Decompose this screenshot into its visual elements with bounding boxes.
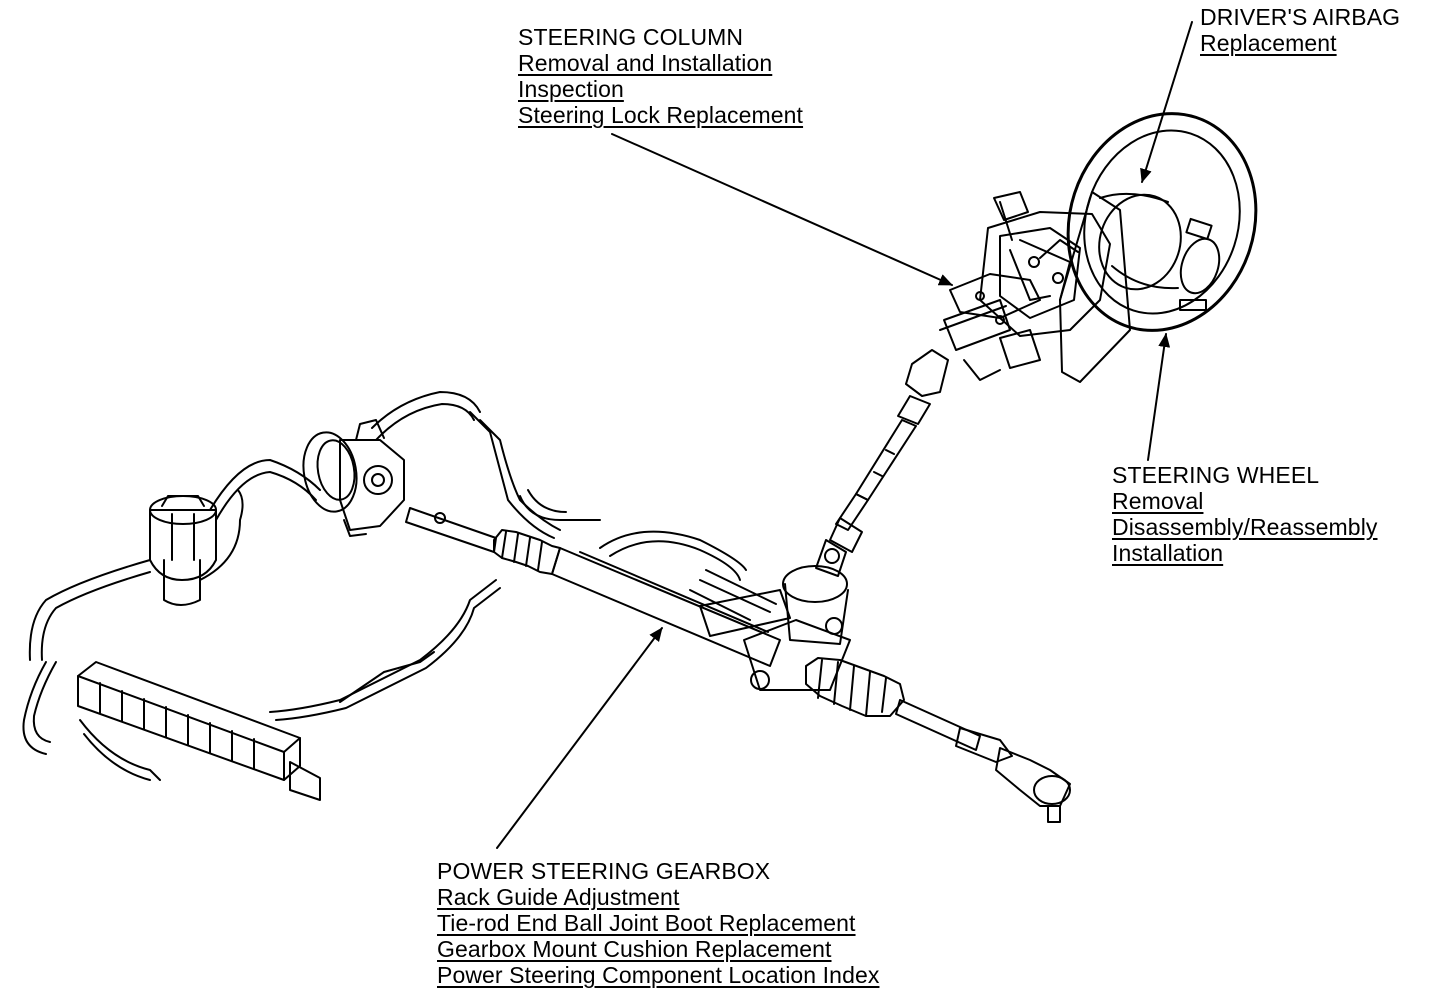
leader-drivers-airbag: [1140, 21, 1193, 183]
leader-power-steering-gearbox: [496, 627, 663, 849]
steering-column-callout: STEERING COLUMN Removal and Installation…: [518, 24, 803, 128]
drivers-airbag-callout: DRIVER'S AIRBAG Replacement: [1200, 4, 1400, 56]
power-steering-gearbox: [405, 507, 1071, 823]
steering-lock-replacement-link[interactable]: Steering Lock Replacement: [518, 102, 804, 128]
power-steering-pump: [302, 419, 405, 537]
steering-column-inspection-link[interactable]: Inspection: [518, 76, 624, 102]
steering-column-removal-installation-link[interactable]: Removal and Installation: [518, 50, 773, 76]
power-steering-gearbox-heading: POWER STEERING GEARBOX: [437, 858, 771, 884]
drivers-airbag-heading: DRIVER'S AIRBAG: [1200, 4, 1401, 30]
return-hoses: [22, 459, 435, 781]
power-steering-gearbox-callout: POWER STEERING GEARBOX Rack Guide Adjust…: [437, 858, 879, 988]
steering-wheel-heading: STEERING WHEEL: [1112, 462, 1320, 488]
power-steering-component-location-index-link[interactable]: Power Steering Component Location Index: [437, 962, 880, 988]
steering-wheel-removal-link[interactable]: Removal: [1112, 488, 1204, 514]
rack-guide-adjustment-link[interactable]: Rack Guide Adjustment: [437, 884, 680, 910]
fluid-cooler: [77, 661, 321, 801]
leader-steering-column: [611, 133, 953, 286]
steering-wheel-callout: STEERING WHEEL Removal Disassembly/Reass…: [1112, 462, 1378, 566]
tie-rod-end-ball-joint-boot-replacement-link[interactable]: Tie-rod End Ball Joint Boot Replacement: [437, 910, 856, 936]
fluid-reservoir: [149, 495, 217, 606]
drivers-airbag-replacement-link[interactable]: Replacement: [1200, 30, 1337, 56]
fluid-lines: [269, 391, 747, 721]
gearbox-mount-cushion-replacement-link[interactable]: Gearbox Mount Cushion Replacement: [437, 936, 832, 962]
steering-column: [939, 191, 1131, 383]
steering-wheel-installation-link[interactable]: Installation: [1112, 540, 1224, 566]
steering-column-heading: STEERING COLUMN: [518, 24, 744, 50]
intermediate-shaft: [815, 349, 949, 577]
steering-wheel: [1066, 112, 1258, 332]
leader-steering-wheel: [1147, 333, 1171, 461]
steering-wheel-disassembly-reassembly-link[interactable]: Disassembly/Reassembly: [1112, 514, 1378, 540]
